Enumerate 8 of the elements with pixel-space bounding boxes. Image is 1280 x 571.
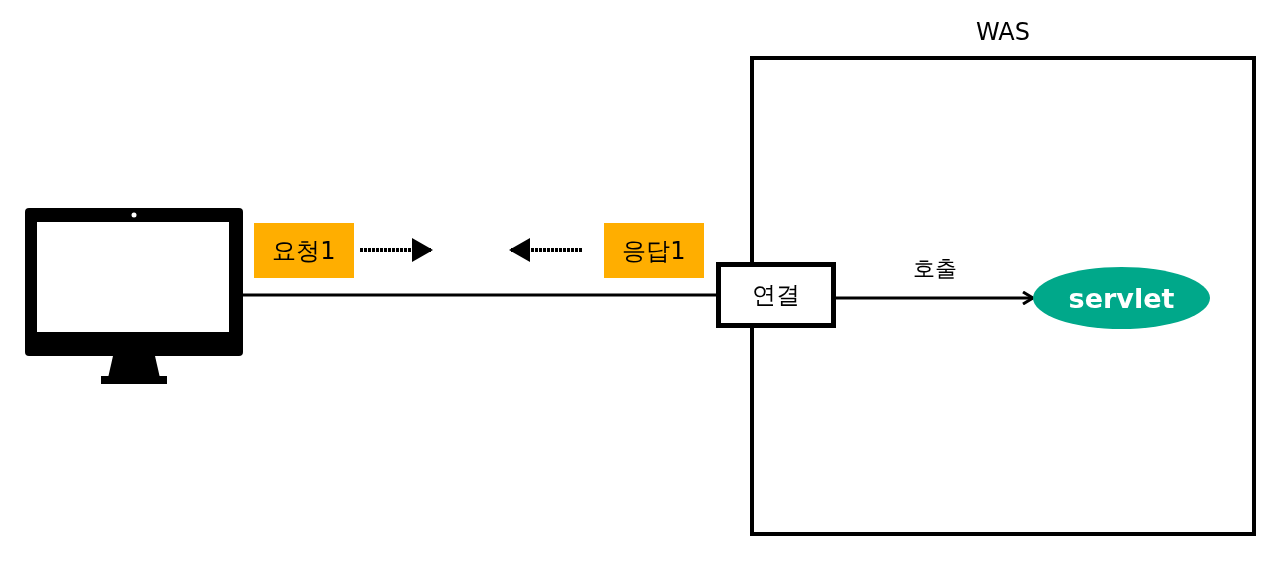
connection-box: 연결 <box>716 262 836 328</box>
tag-box: 응답1 <box>604 223 704 278</box>
connector <box>243 293 716 297</box>
tag-box: 요청1 <box>254 223 354 278</box>
monitor-icon <box>25 208 243 384</box>
box-title: WAS <box>974 18 1032 46</box>
connector <box>836 290 1035 306</box>
servlet-ellipse: servlet <box>1033 267 1210 329</box>
